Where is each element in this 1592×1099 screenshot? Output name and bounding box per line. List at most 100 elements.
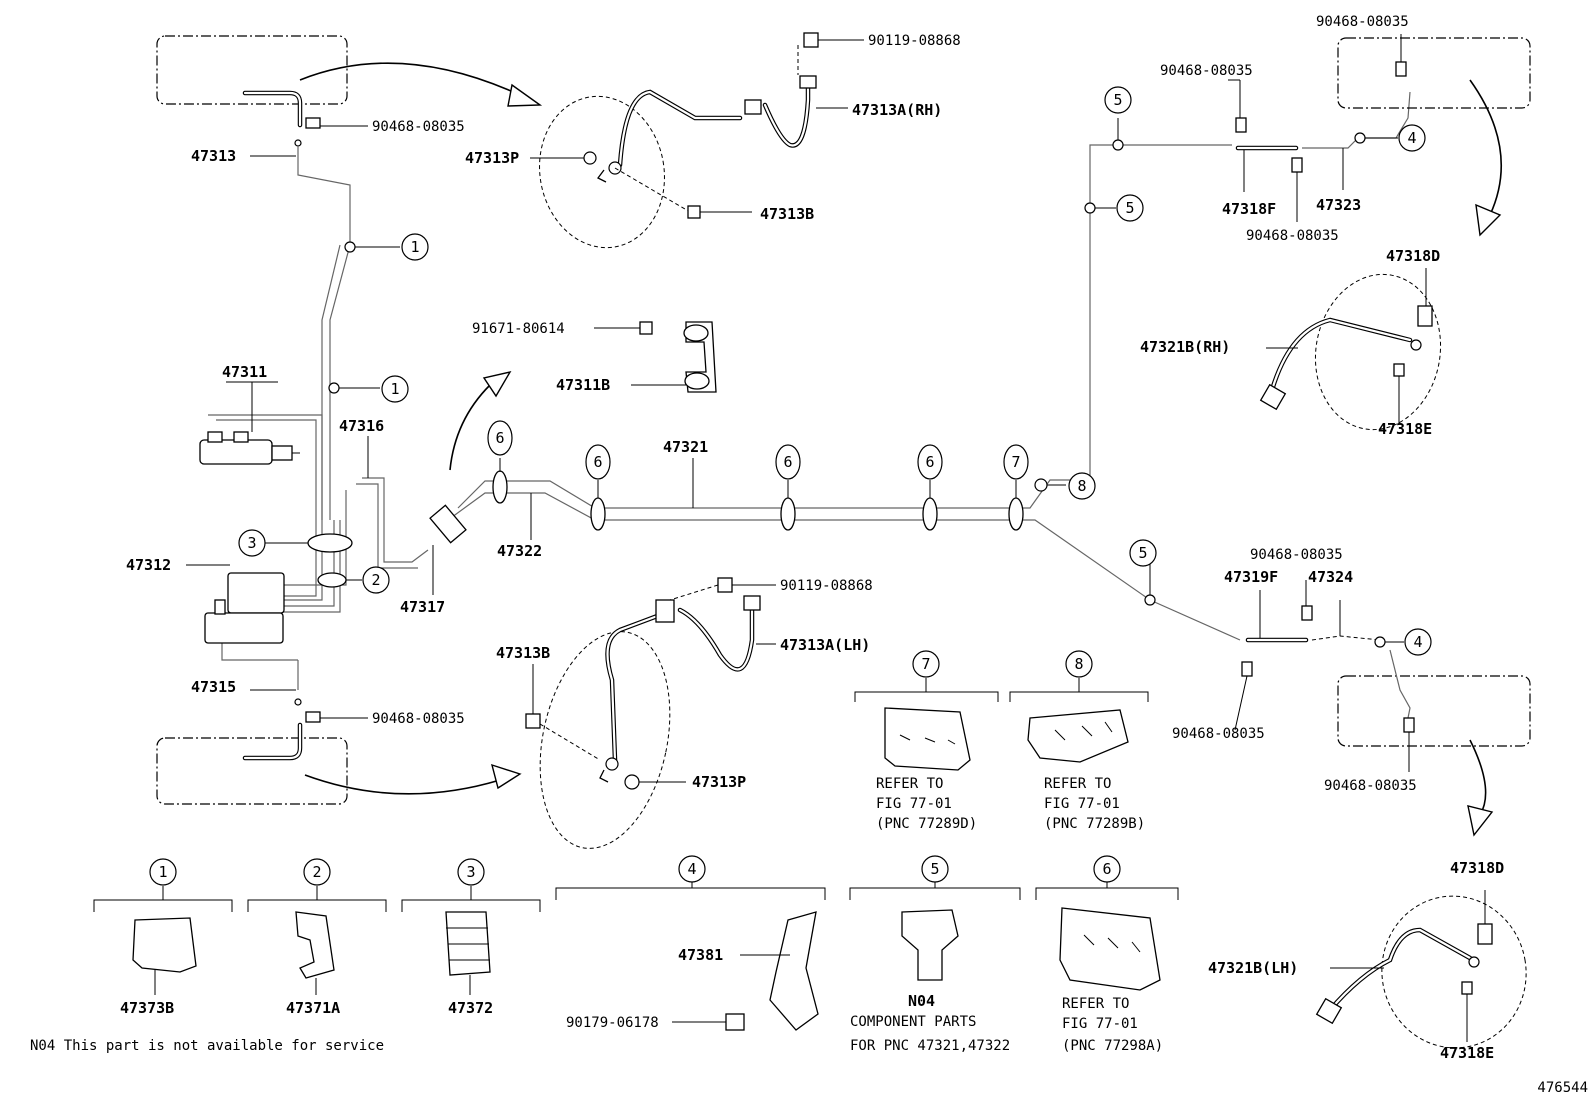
label-47317: 47317 xyxy=(400,598,445,616)
label-90119-mid: 90119-08868 xyxy=(780,578,873,594)
label-47318D-bot: 47318D xyxy=(1450,859,1504,877)
label-47313A-lh: 47313A(LH) xyxy=(780,636,870,654)
clamp-panel-7 xyxy=(854,678,999,771)
clamp-panel-2 xyxy=(247,886,387,995)
callout-3a: 3 xyxy=(247,534,256,552)
top-right-detail xyxy=(1084,34,1531,237)
label-refer6c: (PNC 77298A) xyxy=(1062,1038,1163,1054)
label-47311: 47311 xyxy=(222,363,267,381)
label-refer7c: (PNC 77289D) xyxy=(876,816,977,832)
label-47318E-top: 47318E xyxy=(1378,420,1432,438)
label-refer6b: FIG 77-01 xyxy=(1062,1016,1138,1032)
label-90468-bl: 90468-08035 xyxy=(372,711,465,727)
label-47323: 47323 xyxy=(1316,196,1361,214)
clamp-panel-8 xyxy=(1009,678,1149,763)
service-note: N04 This part is not available for servi… xyxy=(30,1038,384,1054)
callout-4a: 4 xyxy=(1407,129,1416,147)
clamp-panel-3 xyxy=(401,886,541,995)
callout-2a: 2 xyxy=(371,571,380,589)
label-90468-rt3: 90468-08035 xyxy=(1246,228,1339,244)
callout-6d: 6 xyxy=(925,453,934,471)
label-90179: 90179-06178 xyxy=(566,1015,659,1031)
callout-4c: 4 xyxy=(687,860,696,878)
label-refer7a: REFER TO xyxy=(876,776,943,792)
label-90119-top: 90119-08868 xyxy=(868,33,961,49)
label-47324: 47324 xyxy=(1308,568,1353,586)
callout-1c: 1 xyxy=(158,863,167,881)
callout-6a: 6 xyxy=(495,429,504,447)
callout-5b: 5 xyxy=(1125,199,1134,217)
label-comp1: COMPONENT PARTS xyxy=(850,1014,976,1030)
callout-6e: 6 xyxy=(1102,860,1111,878)
label-47313B-mid: 47313B xyxy=(496,644,550,662)
label-47313B-top: 47313B xyxy=(760,205,814,223)
label-47321B-lh: 47321B(LH) xyxy=(1208,959,1298,977)
label-90468-rb2: 90468-08035 xyxy=(1324,778,1417,794)
callout-5c: 5 xyxy=(1138,544,1147,562)
label-refer6a: REFER TO xyxy=(1062,996,1129,1012)
label-90468-rb1: 90468-08035 xyxy=(1172,726,1265,742)
label-47318E-bot: 47318E xyxy=(1440,1044,1494,1062)
bottom-left-detail xyxy=(156,689,522,805)
label-90468-rt2: 90468-08035 xyxy=(1160,63,1253,79)
callout-7a: 7 xyxy=(1011,453,1020,471)
label-47321: 47321 xyxy=(663,438,708,456)
label-47381: 47381 xyxy=(678,946,723,964)
callout-2b: 2 xyxy=(312,863,321,881)
label-47315: 47315 xyxy=(191,678,236,696)
label-47373B: 47373B xyxy=(120,999,174,1017)
label-comp2: FOR PNC 47321,47322 xyxy=(850,1038,1010,1054)
label-90468-rtop: 90468-08035 xyxy=(1316,14,1409,30)
label-90468-tl: 90468-08035 xyxy=(372,119,465,135)
clamp-panel-4 xyxy=(555,874,826,1031)
callout-1b: 1 xyxy=(390,380,399,398)
label-91671: 91671-80614 xyxy=(472,321,565,337)
main-tubes xyxy=(429,144,1241,641)
label-47318D-top: 47318D xyxy=(1386,247,1440,265)
label-refer8b: FIG 77-01 xyxy=(1044,796,1120,812)
rh-rear-hose-detail xyxy=(1259,268,1442,431)
label-N04: N04 xyxy=(908,992,935,1010)
label-47318F: 47318F xyxy=(1222,200,1276,218)
label-47321B-rh: 47321B(RH) xyxy=(1140,338,1230,356)
tube-47316 xyxy=(356,436,429,569)
clamp-panel-5 xyxy=(849,874,1021,981)
callout-8a: 8 xyxy=(1077,477,1086,495)
label-47313P-mid: 47313P xyxy=(692,773,746,791)
callout-6b: 6 xyxy=(593,453,602,471)
label-47313A-rh: 47313A(RH) xyxy=(852,101,942,119)
callout-1a: 1 xyxy=(410,238,419,256)
callout-5d: 5 xyxy=(930,860,939,878)
master-cylinder-47311 xyxy=(199,381,300,465)
top-left-detail xyxy=(156,35,543,157)
part-labels: 47313 90468-08035 90119-08868 47313A(RH)… xyxy=(30,14,1588,1096)
label-47312: 47312 xyxy=(126,556,171,574)
label-47371A: 47371A xyxy=(286,999,340,1017)
bracket-47311B xyxy=(449,321,717,471)
label-47313: 47313 xyxy=(191,147,236,165)
callout-8b: 8 xyxy=(1074,655,1083,673)
callout-3b: 3 xyxy=(466,863,475,881)
label-refer8c: (PNC 77289B) xyxy=(1044,816,1145,832)
label-90468-rm: 90468-08035 xyxy=(1250,547,1343,563)
lh-rear-hose-detail xyxy=(1315,890,1527,1049)
label-47319F: 47319F xyxy=(1224,568,1278,586)
label-refer8a: REFER TO xyxy=(1044,776,1111,792)
label-refer7b: FIG 77-01 xyxy=(876,796,952,812)
left-clamps xyxy=(265,241,400,588)
figure-number: 476544 xyxy=(1537,1080,1588,1096)
label-47313P-top: 47313P xyxy=(465,149,519,167)
clamp-panel-6 xyxy=(1035,874,1179,991)
lh-flex-hose-detail xyxy=(525,577,776,849)
label-47322: 47322 xyxy=(497,542,542,560)
callout-5a: 5 xyxy=(1113,91,1122,109)
callout-circles: 1 1 3 2 6 6 6 6 7 8 5 5 4 5 4 7 8 1 2 xyxy=(149,86,1432,886)
label-47311B: 47311B xyxy=(556,376,610,394)
callout-6c: 6 xyxy=(783,453,792,471)
abs-actuator-47312 xyxy=(186,564,285,644)
label-47372: 47372 xyxy=(448,999,493,1017)
left-tube-lines xyxy=(208,146,351,690)
callout-7b: 7 xyxy=(921,655,930,673)
mid-right-detail xyxy=(1144,560,1531,837)
